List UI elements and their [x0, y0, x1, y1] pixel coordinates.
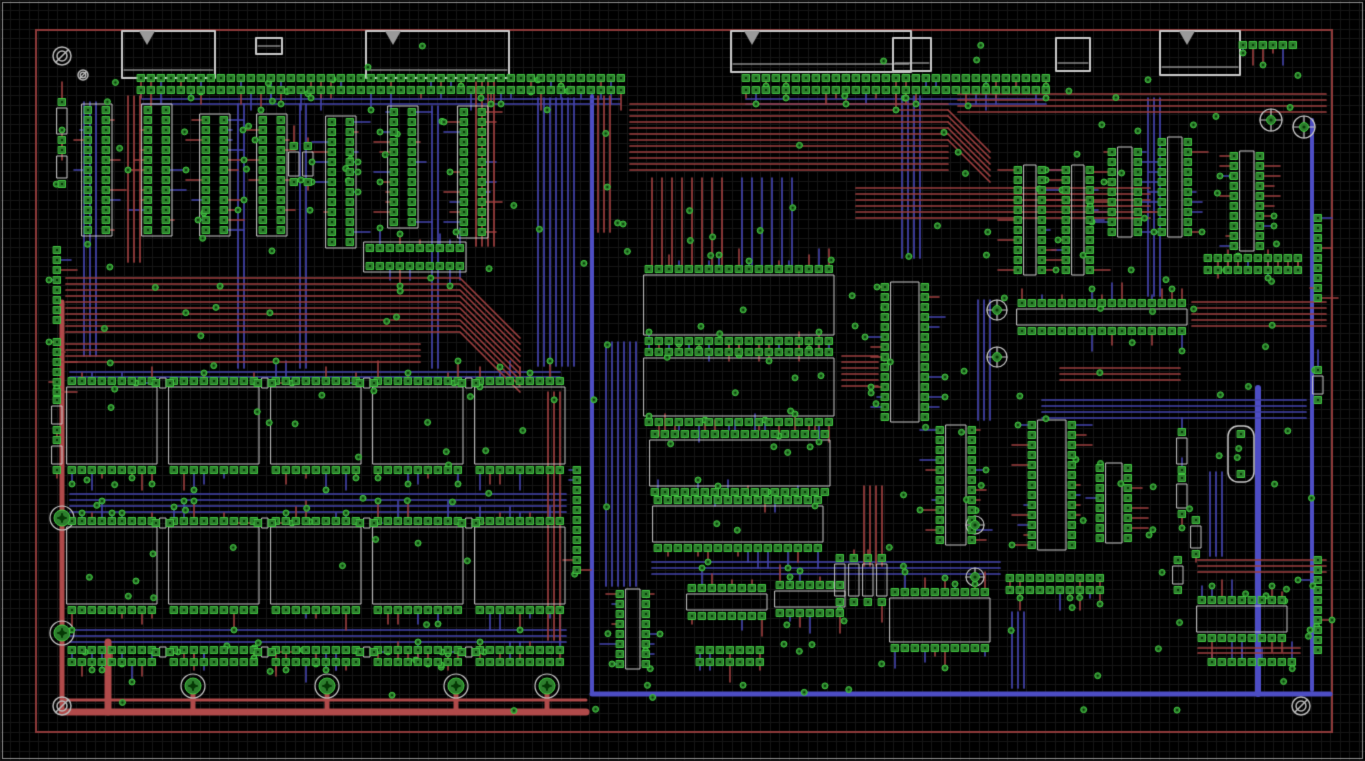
pcb-editor-viewport — [0, 0, 1365, 761]
pcb-canvas[interactable] — [0, 0, 1365, 761]
